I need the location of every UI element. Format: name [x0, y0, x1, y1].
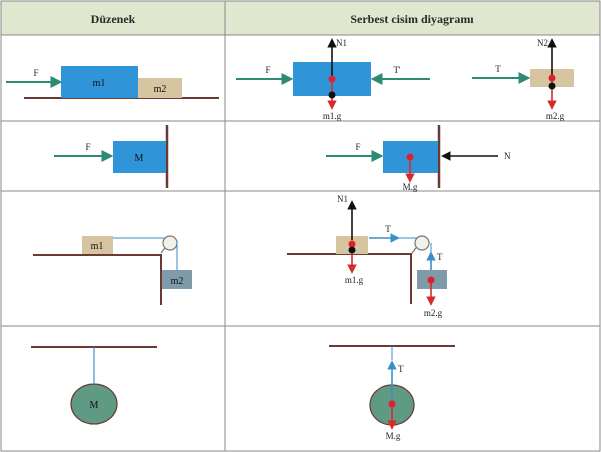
pulley: [162, 235, 178, 251]
weight-label: m2.g: [546, 111, 565, 121]
force-f-label: F: [33, 68, 38, 78]
table-surface: [287, 253, 412, 304]
weight-2-label: m2.g: [424, 308, 443, 318]
header-setup: Düzenek: [91, 12, 136, 26]
contact-point: [328, 91, 336, 99]
row-1-setup: m1 m2 F: [6, 66, 219, 99]
center-point: [388, 400, 396, 408]
pendulum-bob-label: M: [90, 400, 99, 411]
tension-label: T: [398, 364, 404, 374]
header-background: [1, 1, 600, 35]
block-m1: [82, 236, 113, 254]
center-point: [348, 240, 356, 248]
row-3-diagram: N1 T m1.g T m2.g: [287, 194, 447, 318]
block-m1-label: m1: [93, 78, 106, 89]
block-m: [113, 141, 166, 173]
row-2-diagram: F N M.g: [326, 125, 511, 192]
block-m2: [162, 270, 192, 289]
row-2-setup: M F: [54, 125, 169, 188]
center-point: [328, 75, 336, 83]
weight-1-label: m1.g: [345, 275, 364, 285]
pulley: [414, 235, 430, 251]
tension-1-label: T: [385, 224, 391, 234]
weight-label: M.g: [386, 431, 401, 441]
center-point: [406, 153, 414, 161]
block-m2: [138, 78, 182, 98]
wall-normal-label: N: [504, 151, 511, 161]
contact-point: [348, 246, 356, 254]
tension-2-label: T: [437, 252, 443, 262]
applied-force-label: F: [265, 65, 270, 75]
normal-force-label: N2: [537, 38, 548, 48]
header-free-body-diagram: Serbest cisim diyagramı: [350, 12, 474, 26]
contact-force-label: T': [393, 65, 400, 75]
pendulum-bob: [70, 383, 118, 425]
row-1-diagram-m1: N1 m1.g F T': [236, 38, 430, 121]
row-4-setup: M: [31, 346, 157, 425]
block-m1-label: m1: [91, 241, 104, 252]
contact-force-label: T: [495, 64, 501, 74]
block-m2-label: m2: [171, 276, 184, 287]
applied-force-label: F: [355, 142, 360, 152]
row-3-setup: m1 m2: [33, 235, 192, 305]
normal-force-label: N1: [337, 194, 348, 204]
center-point-2: [427, 276, 435, 284]
force-f-label: F: [85, 142, 90, 152]
weight-label: m1.g: [323, 111, 342, 121]
table-surface: [33, 254, 162, 305]
row-4-diagram: T M.g: [329, 345, 455, 441]
weight-label: M.g: [403, 182, 418, 192]
normal-force-label: N1: [336, 38, 347, 48]
block-m-label: M: [135, 153, 144, 164]
block-m2-label: m2: [154, 84, 167, 95]
row-1-diagram-m2: N2 m2.g T: [472, 38, 574, 121]
block-m1: [61, 66, 138, 98]
center-point: [548, 74, 556, 82]
contact-point: [548, 82, 556, 90]
